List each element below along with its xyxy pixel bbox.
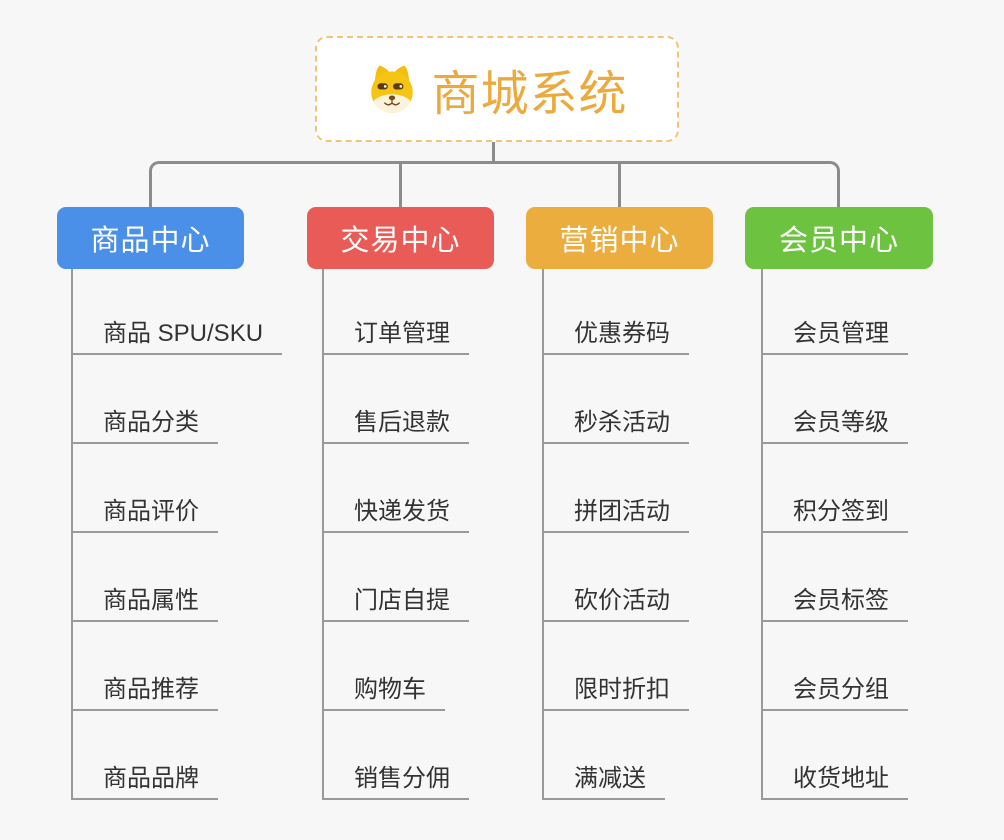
branch-column-line xyxy=(542,269,544,800)
connector-drop xyxy=(618,161,621,207)
branch-column-line xyxy=(761,269,763,800)
subtopic-node[interactable]: 销售分佣 xyxy=(322,765,469,800)
subtopic-node[interactable]: 门店自提 xyxy=(322,587,469,622)
subtopic-node[interactable]: 售后退款 xyxy=(322,409,469,444)
subtopic-node[interactable]: 秒杀活动 xyxy=(542,409,689,444)
subtopic-node[interactable]: 限时折扣 xyxy=(542,676,689,711)
subtopic-node[interactable]: 拼团活动 xyxy=(542,498,689,533)
subtopic-node[interactable]: 积分签到 xyxy=(761,498,908,533)
connector-stem xyxy=(492,142,495,162)
root-node[interactable]: 商城系统 xyxy=(315,36,679,142)
doge-icon xyxy=(366,63,418,115)
subtopic-node[interactable]: 订单管理 xyxy=(322,320,469,355)
subtopic-node[interactable]: 优惠券码 xyxy=(542,320,689,355)
root-title: 商城系统 xyxy=(431,68,628,121)
subtopic-node[interactable]: 购物车 xyxy=(322,676,445,711)
subtopic-node[interactable]: 商品推荐 xyxy=(71,676,218,711)
branch-node-marketing-center[interactable]: 营销中心 xyxy=(526,207,713,269)
subtopic-node[interactable]: 商品属性 xyxy=(71,587,218,622)
branch-node-trade-center[interactable]: 交易中心 xyxy=(307,207,494,269)
subtopic-node[interactable]: 会员管理 xyxy=(761,320,908,355)
connector-beam xyxy=(149,161,840,207)
subtopic-node[interactable]: 会员分组 xyxy=(761,676,908,711)
subtopic-node[interactable]: 满减送 xyxy=(542,765,665,800)
subtopic-node[interactable]: 商品 SPU/SKU xyxy=(71,320,283,355)
subtopic-node[interactable]: 会员标签 xyxy=(761,587,908,622)
branch-column-line xyxy=(322,269,324,800)
subtopic-node[interactable]: 会员等级 xyxy=(761,409,908,444)
subtopic-node[interactable]: 商品分类 xyxy=(71,409,218,444)
branch-node-member-center[interactable]: 会员中心 xyxy=(745,207,933,269)
branch-column-line xyxy=(71,269,73,800)
branch-node-product-center[interactable]: 商品中心 xyxy=(57,207,244,269)
subtopic-node[interactable]: 砍价活动 xyxy=(542,587,689,622)
connector-drop xyxy=(399,161,402,207)
subtopic-node[interactable]: 收货地址 xyxy=(761,765,908,800)
subtopic-node[interactable]: 商品品牌 xyxy=(71,765,218,800)
subtopic-node[interactable]: 快递发货 xyxy=(322,498,469,533)
subtopic-node[interactable]: 商品评价 xyxy=(71,498,218,533)
